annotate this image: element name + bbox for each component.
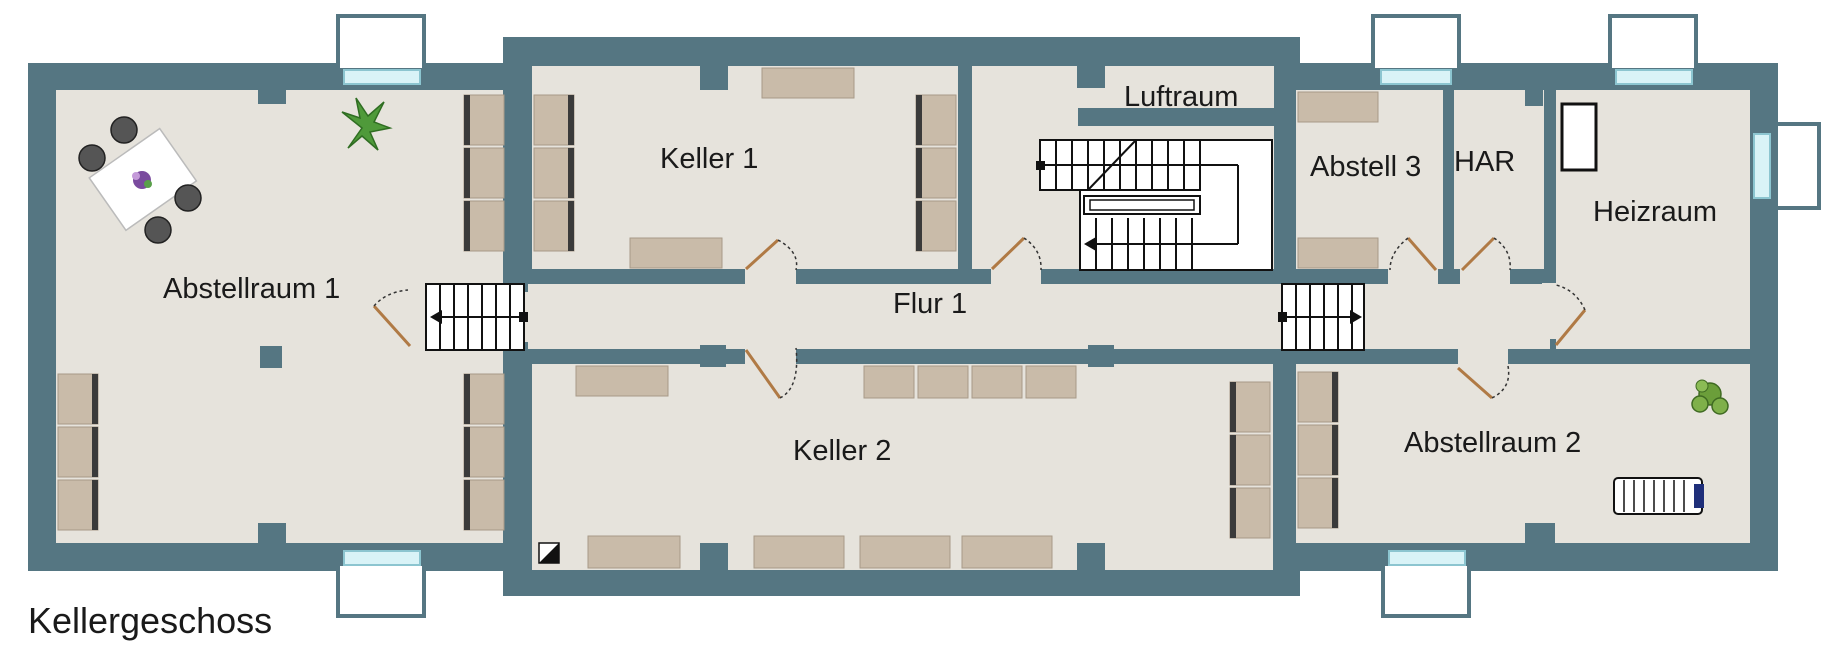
dining-table (78, 116, 202, 244)
furniture (57, 67, 1379, 569)
box-keller2-bottom-2 (753, 535, 845, 569)
windows (336, 14, 1821, 618)
room-label-abstellraum2: Abstellraum 2 (1404, 427, 1581, 459)
shelf-group-keller2-right (1229, 381, 1271, 539)
box-keller1-top (761, 67, 855, 99)
door-stair-hall (990, 236, 1042, 271)
door-keller1 (744, 238, 798, 271)
box-keller2-bottom-4 (961, 535, 1053, 569)
box-keller2-bottom-3 (859, 535, 951, 569)
window-bottom-abstellraum2 (1381, 550, 1471, 618)
box-keller2-top-left (575, 365, 669, 397)
door-abstellraum1 (372, 289, 412, 348)
shelf-group-abst1-right-top (463, 94, 505, 252)
room-label-keller2: Keller 2 (793, 435, 891, 467)
chairs (78, 116, 202, 244)
box-keller2-top-1 (863, 365, 915, 399)
boiler (1560, 102, 1598, 172)
box-keller2-top-2 (917, 365, 969, 399)
shelf-group-abst1-right-bottom (463, 373, 505, 531)
room-floors (56, 66, 1750, 570)
door-keller2 (744, 347, 798, 399)
room-label-heizraum: Heizraum (1593, 196, 1717, 228)
wall-pilasters (258, 64, 1555, 571)
plant-abstellraum2 (1691, 379, 1729, 415)
box-keller2-top-4 (1025, 365, 1077, 399)
room-label-har: HAR (1454, 146, 1515, 178)
stair-right (1278, 283, 1365, 351)
treadmill (1613, 477, 1704, 515)
stairwell (1036, 139, 1273, 271)
room-label-keller1: Keller 1 (660, 143, 758, 175)
box-keller2-top-3 (971, 365, 1023, 399)
window-top-abstell3 (1371, 14, 1461, 85)
window-right-heizraum (1753, 122, 1821, 210)
floor-title: Kellergeschoss (28, 600, 273, 641)
doors (372, 236, 1587, 400)
room-label-luftraum: Luftraum (1124, 81, 1238, 113)
room-label-flur1: Flur 1 (893, 288, 967, 320)
flower-vase (132, 171, 152, 189)
box-abstell3-top (1297, 91, 1379, 123)
door-heizraum (1554, 284, 1587, 346)
room-label-abstell3: Abstell 3 (1310, 151, 1421, 183)
shaft-symbol (538, 542, 560, 564)
door-abstell3 (1389, 237, 1438, 271)
shelf-group-keller1-left (533, 94, 575, 252)
shelf-group-keller1-right (915, 94, 957, 252)
plant-abstellraum1 (341, 97, 393, 151)
stair-left (425, 283, 528, 351)
door-har (1460, 236, 1511, 272)
window-top-left (336, 14, 426, 85)
shelf-group-abst2-left (1297, 371, 1339, 529)
door-abstellraum2 (1457, 365, 1510, 400)
window-bottom-left (336, 550, 426, 618)
window-top-heizraum (1608, 14, 1698, 85)
box-keller2-bottom-1 (587, 535, 681, 569)
room-label-abstellraum1: Abstellraum 1 (163, 273, 340, 305)
shelf-group-abst1-left-bottom (57, 373, 99, 531)
box-abstell3-bottom (1297, 237, 1379, 269)
box-keller1-bottom (629, 237, 723, 269)
